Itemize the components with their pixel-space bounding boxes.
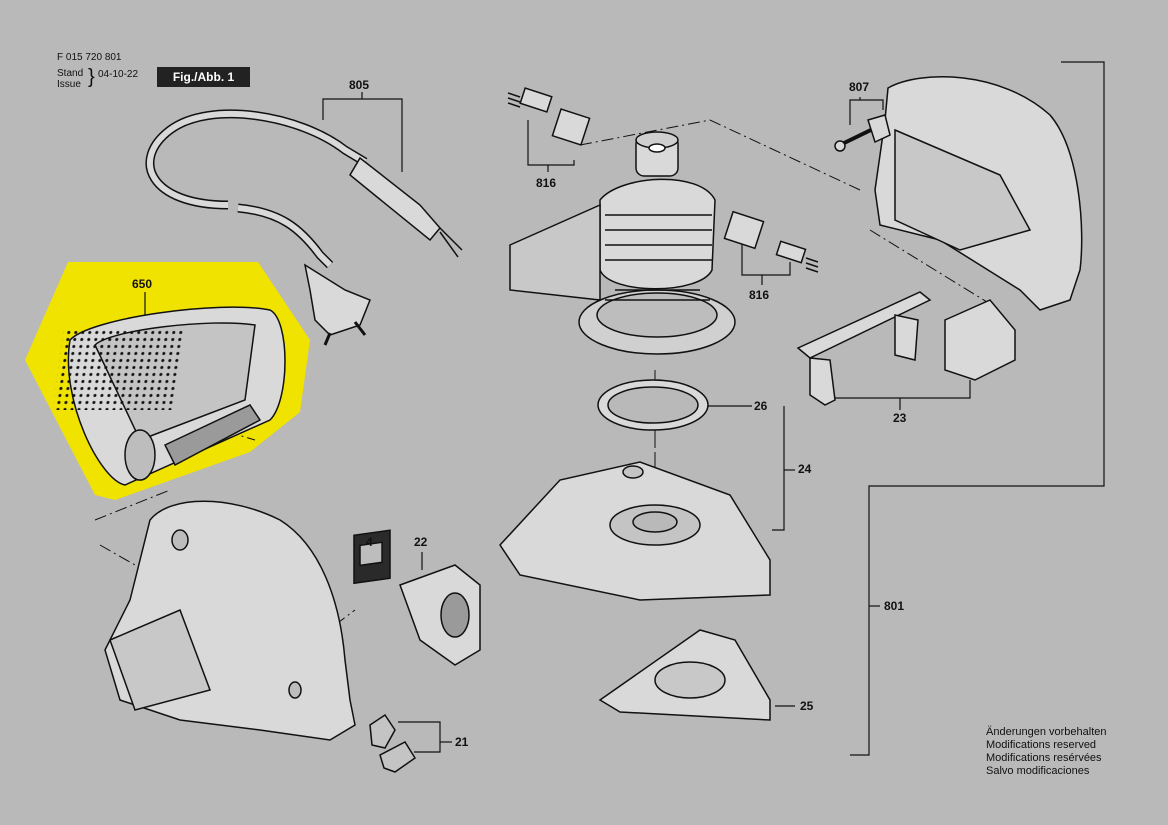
sanding-pad <box>598 629 771 721</box>
screw <box>834 114 891 152</box>
handle-half <box>874 76 1083 311</box>
note-fr: Modifications resérvées <box>986 752 1102 764</box>
part-label-807: 807 <box>849 80 870 94</box>
bracket-pair <box>796 291 1016 406</box>
part-label-816-upper: 816 <box>536 176 557 190</box>
side-cover <box>399 564 481 666</box>
base-plate <box>499 461 771 601</box>
motor-assembly <box>509 131 736 355</box>
modification-notes: Änderungen vorbehalten Modifications res… <box>986 726 1106 778</box>
part-label-25: 25 <box>800 699 814 713</box>
part-label-816-lower: 816 <box>749 288 770 302</box>
dust-box <box>52 306 286 486</box>
part-label-24: 24 <box>798 462 812 476</box>
issue-label: Issue <box>57 79 81 90</box>
stand-label: Stand <box>57 68 84 79</box>
brace-symbol: } <box>88 66 95 88</box>
note-de: Änderungen vorbehalten <box>986 726 1107 738</box>
note-es: Salvo modificaciones <box>986 765 1090 777</box>
note-en: Modifications reserved <box>986 739 1097 751</box>
part-label-805: 805 <box>349 78 370 92</box>
part-label-4: 4 <box>366 535 373 549</box>
housing-shell <box>104 500 356 741</box>
part-label-21: 21 <box>455 735 469 749</box>
switch <box>353 529 391 585</box>
part-label-26: 26 <box>754 399 768 413</box>
power-cord <box>145 109 463 346</box>
part-label-22: 22 <box>414 535 428 549</box>
doc-number: F 015 720 801 <box>57 52 122 63</box>
part-label-650: 650 <box>132 277 153 291</box>
brush-set-lower <box>723 210 819 273</box>
figure-label: Fig./Abb. 1 <box>157 67 250 87</box>
brush-set-upper <box>507 87 591 146</box>
part-label-23: 23 <box>893 411 907 425</box>
issue-date: 04-10-22 <box>98 69 139 80</box>
part-label-801: 801 <box>884 599 905 613</box>
knob-pair <box>369 713 417 773</box>
o-ring <box>597 379 709 431</box>
